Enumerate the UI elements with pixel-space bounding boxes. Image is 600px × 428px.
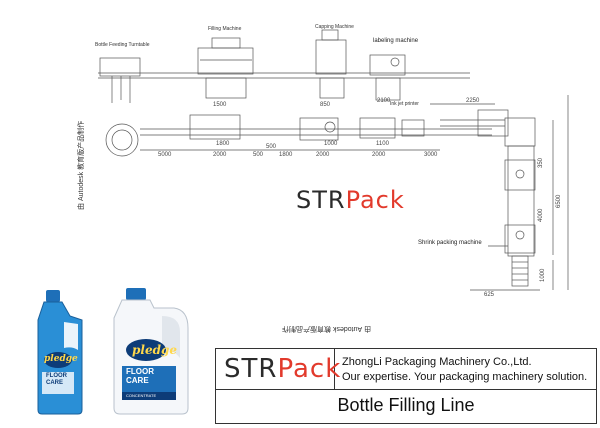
- dim-2250: 2250: [466, 98, 480, 104]
- company-name: ZhongLi Packaging Machinery Co.,Ltd.: [342, 356, 532, 368]
- dim-350: 350: [538, 157, 544, 168]
- label-inkjet: Ink jet printer: [390, 101, 419, 107]
- large-bottle-brand: pledge: [132, 343, 177, 357]
- large-bottle-line2: CARE: [126, 376, 149, 385]
- dim-1000: 1000: [324, 141, 338, 147]
- dim-500a: 500: [253, 152, 264, 158]
- dim-5000: 5000: [158, 152, 172, 158]
- small-bottle-line1: FLOOR: [46, 373, 67, 379]
- label-capping: Capping Machine: [315, 24, 354, 30]
- large-bottle-line3: CONCENTRATE: [126, 393, 157, 398]
- company-slogan: Our expertise. Your packaging machinery …: [342, 371, 588, 383]
- center-logo: STRPack: [296, 186, 405, 214]
- dim-4000: 4000: [538, 208, 544, 222]
- dim-3000: 3000: [424, 152, 438, 158]
- watermark-bottom: 由 Autodesk 教育版产品制作: [282, 325, 372, 332]
- info-box-divider-h: [216, 389, 596, 390]
- info-logo: STRPack: [224, 354, 341, 384]
- large-bottle-image: [113, 288, 189, 415]
- center-logo-accent: Pack: [345, 186, 405, 214]
- dim-1500: 1500: [213, 102, 227, 108]
- dim-1100: 1100: [376, 141, 389, 147]
- label-filling: Filling Machine: [208, 26, 242, 32]
- label-shrink: Shrink packing machine: [418, 240, 482, 246]
- info-box: STRPack ZhongLi Packaging Machinery Co.,…: [215, 348, 597, 424]
- info-logo-main: STR: [224, 354, 278, 384]
- label-turntable: Bottle Feeding Turntable: [95, 42, 150, 48]
- watermark-side: 由 Autodesk 教育版产品制作: [78, 120, 85, 210]
- large-bottle-line1: FLOOR: [126, 367, 154, 376]
- dim-2000b: 2000: [316, 152, 330, 158]
- dim-2000c: 2000: [372, 152, 386, 158]
- dim-500b: 500: [266, 144, 277, 150]
- dim-625: 625: [484, 292, 495, 298]
- dim-6500: 6500: [556, 194, 562, 208]
- dim-1800a: 1800: [216, 141, 230, 147]
- info-box-divider-v: [334, 349, 335, 389]
- small-bottle-image: [37, 290, 83, 415]
- line-title: Bottle Filling Line: [337, 395, 475, 415]
- info-logo-accent: Pack: [277, 354, 342, 384]
- dim-2000a: 2000: [213, 152, 227, 158]
- dim-850: 850: [320, 102, 331, 108]
- small-bottle-line2: CARE: [46, 380, 64, 386]
- small-bottle-brand: pledge: [44, 354, 78, 364]
- label-labeling: labeling machine: [373, 38, 419, 44]
- dim-2100: 2100: [377, 98, 391, 104]
- dim-1800b: 1800: [279, 152, 293, 158]
- dim-1000v: 1000: [540, 268, 546, 282]
- center-logo-main: STR: [296, 186, 346, 214]
